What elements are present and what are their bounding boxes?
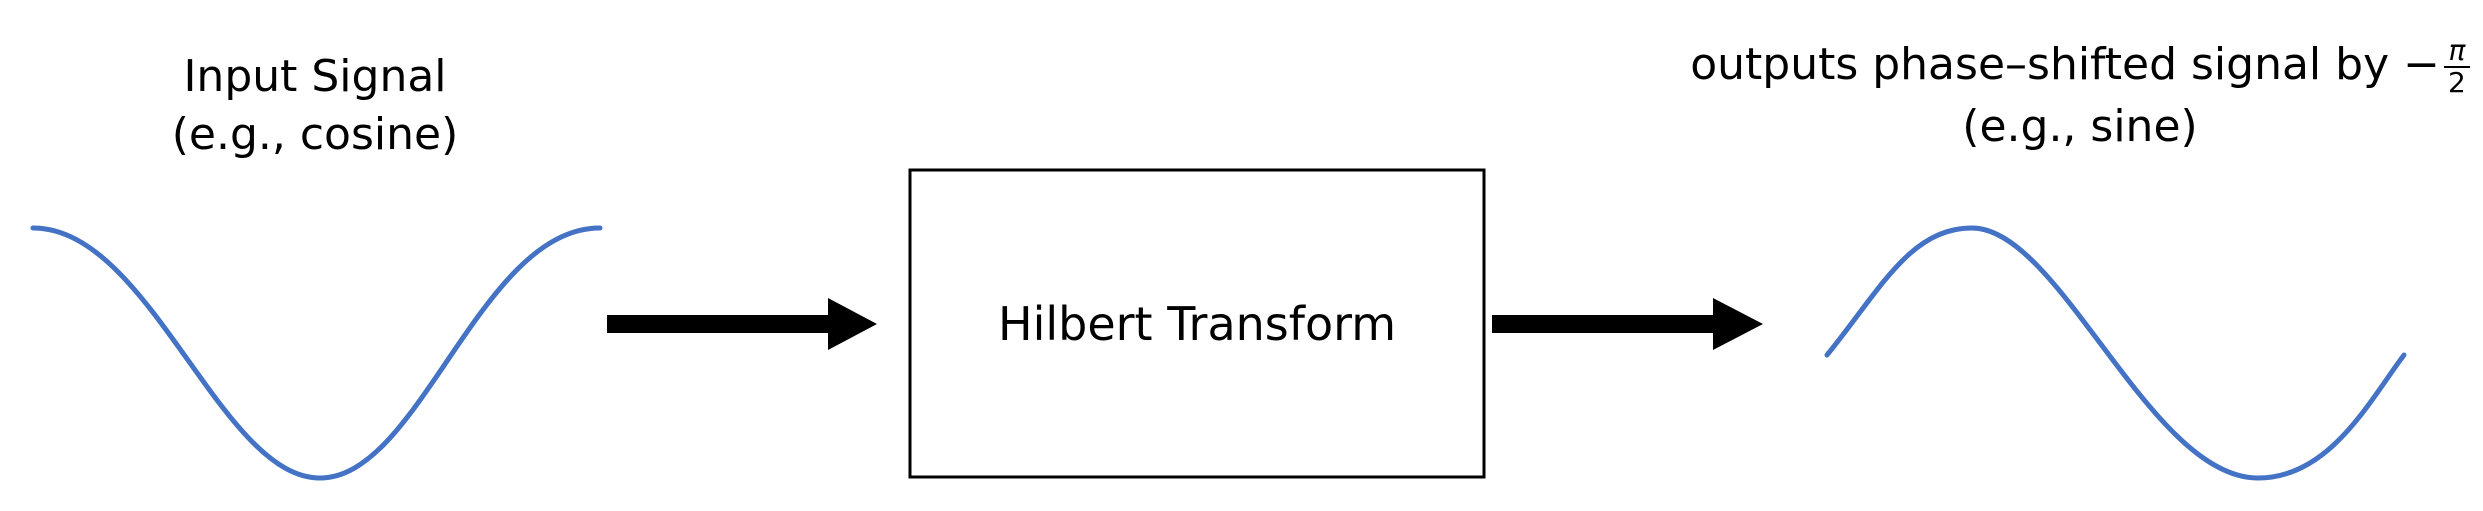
input-signal-subtitle: (e.g., cosine)	[171, 109, 459, 160]
output-signal-title-text: outputs phase–shifted signal by −	[1690, 39, 2440, 90]
input-cosine-wave	[30, 225, 603, 481]
hilbert-transform-label: Hilbert Transform	[997, 297, 1397, 351]
arrow-block-to-output	[1492, 298, 1763, 350]
fraction-denominator: 2	[2447, 66, 2466, 99]
output-sine-wave	[1824, 225, 2407, 481]
input-signal-label: Input Signal (e.g., cosine)	[100, 48, 530, 164]
input-signal-title: Input Signal	[183, 51, 447, 102]
arrow-input-to-block	[607, 298, 877, 350]
output-signal-subtitle: (e.g., sine)	[1962, 101, 2198, 152]
fraction-numerator: π	[2443, 36, 2470, 68]
hilbert-transform-block	[908, 168, 1486, 479]
